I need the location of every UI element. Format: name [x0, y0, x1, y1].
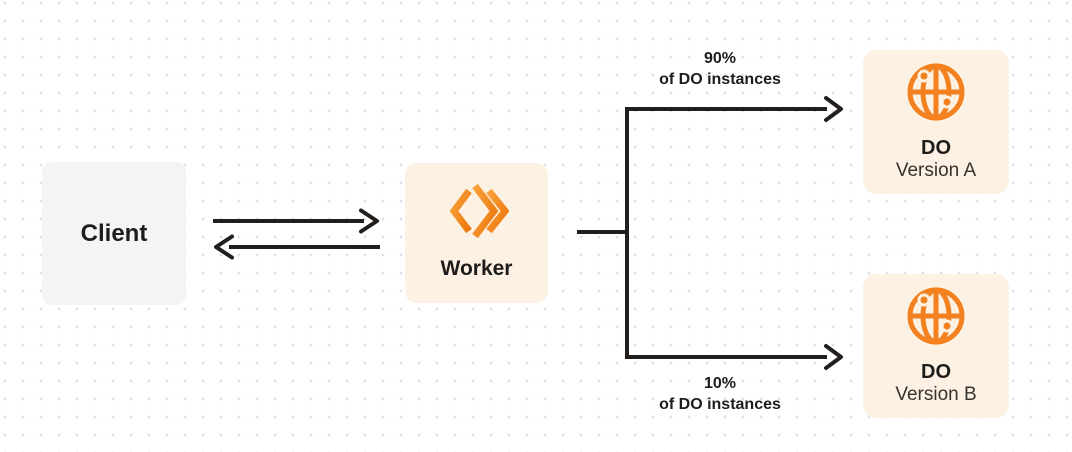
bottom-branch-arrow-head	[824, 344, 843, 370]
bottom-branch-percent: 10%	[703, 375, 737, 392]
bottom-branch-label: 10% of DO instances	[600, 373, 840, 415]
client-to-worker-arrow-head	[359, 208, 379, 234]
top-branch-caption: of DO instances	[659, 71, 781, 88]
do-version-a-sublabel: Version A	[895, 160, 977, 181]
durable-object-globe-icon	[907, 63, 965, 121]
worker-label: Worker	[440, 257, 513, 280]
durable-object-globe-icon	[907, 287, 965, 345]
top-branch-label: 90% of DO instances	[600, 48, 840, 90]
client-node: Client	[42, 162, 186, 305]
worker-node: Worker	[405, 163, 548, 303]
worker-to-client-arrow-head	[214, 234, 234, 260]
do-version-b-sublabel: Version B	[895, 384, 977, 405]
do-version-b-label: DO	[921, 361, 951, 383]
top-branch-arrow-head	[824, 96, 843, 122]
do-version-b-node: DO Version B	[863, 274, 1009, 418]
bottom-branch-caption: of DO instances	[659, 396, 781, 413]
branch-trunk	[625, 107, 827, 359]
do-version-a-label: DO	[921, 137, 951, 159]
client-label: Client	[80, 219, 148, 247]
top-branch-percent: 90%	[703, 50, 737, 67]
cloudflare-workers-icon	[449, 183, 509, 239]
do-version-a-node: DO Version A	[863, 50, 1009, 194]
